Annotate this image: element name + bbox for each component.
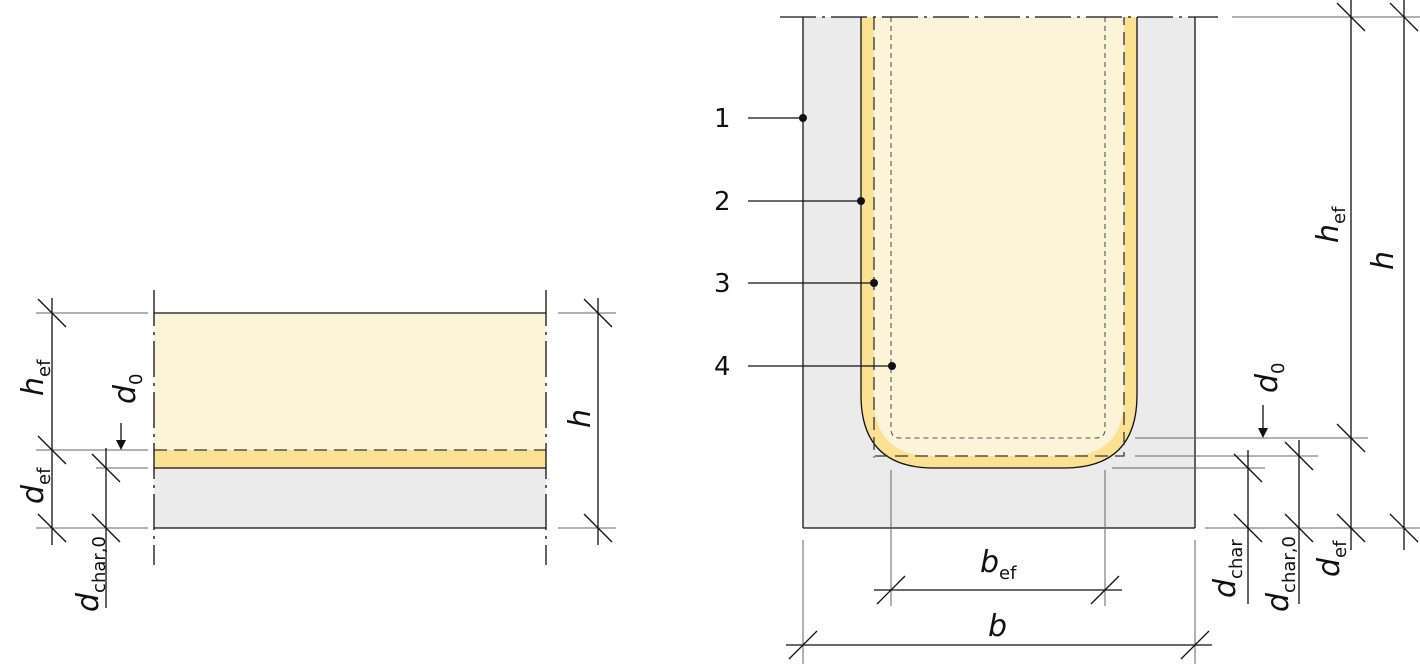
label-right-d-ef: def <box>1312 540 1351 577</box>
label-right-h: h <box>1366 251 1401 270</box>
label-right-h-ef: hef <box>1311 206 1350 243</box>
callout-leaders <box>748 114 896 370</box>
effective-section-boundary <box>873 17 1125 457</box>
label-b-ef: bef <box>980 545 1017 584</box>
label-left-d-0: d0 <box>108 374 147 405</box>
left-dimension-chain <box>36 298 148 608</box>
callout-1: 1 <box>714 104 731 134</box>
left-char-layer <box>154 450 546 468</box>
residual-inner-boundary <box>890 17 1106 439</box>
label-right-d-0: d0 <box>1250 363 1289 394</box>
callout-3: 3 <box>714 269 731 299</box>
left-residual-section <box>154 313 546 450</box>
right-dimensions <box>873 0 1420 604</box>
label-left-h: h <box>563 409 598 428</box>
timber-outline <box>860 17 1138 469</box>
left-section: hef d0 h def dchar,0 <box>16 290 616 612</box>
label-right-d-char-0: dchar,0 <box>1261 536 1300 612</box>
left-concrete-slab <box>154 468 546 528</box>
right-section: 1 2 3 4 <box>714 0 1420 664</box>
bottom-dimensions <box>786 470 1212 664</box>
label-left-h-ef: hef <box>16 359 55 396</box>
timber-residual-section <box>874 17 1124 456</box>
label-b: b <box>988 609 1007 644</box>
left-right-dimension <box>558 298 616 545</box>
label-right-d-char: dchar <box>1208 539 1247 598</box>
label-left-d-char-0: dchar,0 <box>71 536 110 612</box>
callout-2: 2 <box>714 187 731 217</box>
callout-4: 4 <box>714 352 731 382</box>
label-left-d-ef: def <box>16 467 55 504</box>
